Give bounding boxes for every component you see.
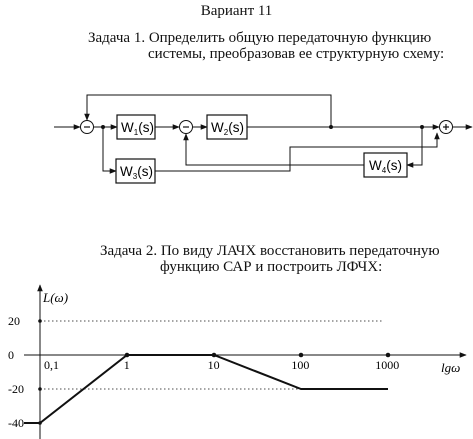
y-tick-dot (38, 319, 42, 323)
block-diagram: W1(s) W2(s) W3(s) W4(s) (54, 94, 473, 184)
x-tick-label: 100 (291, 358, 309, 372)
y-tick-dot (38, 421, 42, 425)
chart-point (124, 352, 130, 358)
chart-point (298, 352, 304, 358)
block-w2 (206, 114, 248, 140)
x-tick-label: 0,1 (44, 358, 59, 372)
block-w3-label: W3(s) (120, 164, 153, 181)
lachh-curve (24, 354, 388, 424)
block-w2-label: W2(s) (211, 120, 244, 137)
variant-title: Вариант 11 (200, 3, 273, 19)
chart-point (211, 352, 217, 358)
junction-dot (101, 125, 105, 129)
task1-text-line2: системы, преобразовав ее структурную схе… (148, 46, 445, 62)
x-tick-label: 1000 (375, 358, 399, 372)
junction-dot (420, 125, 424, 129)
y-tick-label: 0 (8, 348, 14, 362)
y-tick-label: -40 (8, 416, 24, 430)
y-tick-label: 20 (8, 314, 20, 328)
chart-xlabel: lgω (441, 360, 460, 375)
block-w1 (116, 114, 156, 140)
x-tick-label: 10 (208, 358, 220, 372)
w4-feedback-line (183, 133, 364, 166)
task2-text-line1: Задача 2. По виду ЛАЧХ восстановить пере… (100, 243, 440, 259)
w3-to-s3-line (155, 132, 440, 172)
block-w4-label: W4(s) (369, 158, 402, 175)
w4-input-line (406, 127, 423, 168)
task2-text-line2: функцию САР и построить ЛФЧХ: (160, 259, 383, 275)
y-tick-dot (38, 387, 42, 391)
y-tick-label: -20 (8, 382, 24, 396)
chart-ylabel: L(ω) (42, 290, 68, 305)
outer-feedback-line (84, 94, 332, 127)
x-tick-label: 1 (124, 358, 130, 372)
junction-dot (329, 125, 333, 129)
block-w4 (363, 152, 408, 178)
w3-branch-line (102, 127, 117, 174)
block-w1-label: W1(s) (121, 120, 154, 137)
task1-text-line1: Задача 1. Определить общую передаточную … (88, 30, 432, 46)
block-w3 (115, 158, 156, 184)
chart-point (385, 352, 391, 358)
